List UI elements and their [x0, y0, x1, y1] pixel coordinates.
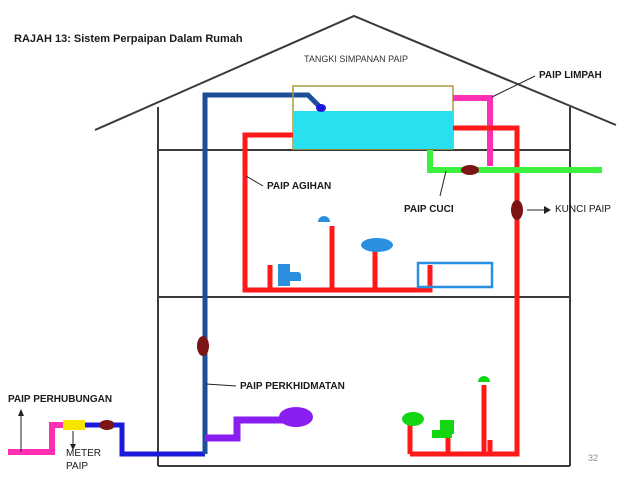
ground-floor-fixtures	[402, 376, 490, 438]
inlet-valve	[99, 420, 115, 430]
stop-valve-label: KUNCI PAIP	[555, 204, 611, 215]
tank-water	[293, 111, 453, 149]
distribution-pipe-label: PAIP AGIHAN	[267, 181, 332, 192]
service-pipe-label: PAIP PERKHIDMATAN	[240, 381, 345, 392]
water-meter	[63, 420, 85, 430]
roof	[94, 14, 617, 131]
service-valve	[197, 336, 209, 356]
arrow-heads	[18, 206, 551, 450]
diagram-title: RAJAH 13: Sistem Perpaipan Dalam Rumah	[14, 33, 243, 45]
purple-sink	[279, 407, 313, 427]
green-toilet-base	[432, 430, 452, 438]
upper-floor-fixtures	[278, 216, 494, 289]
service-pipe	[202, 92, 322, 454]
meter-label-line2: PAIP	[66, 461, 89, 472]
connection-pipe	[8, 422, 63, 455]
wash-pipe-valve	[461, 165, 479, 175]
shower-head	[318, 216, 330, 222]
connection-pipe-label: PAIP PERHUBUNGAN	[8, 394, 113, 405]
house-outline	[94, 14, 617, 467]
slide-number: 32	[588, 453, 599, 463]
purple-fixture-pipe	[205, 416, 283, 442]
overflow-pipe	[453, 95, 493, 166]
green-sink	[402, 412, 424, 426]
toilet-bowl	[284, 272, 301, 281]
wash-pipe-label: PAIP CUCI	[404, 204, 454, 215]
wash-basin	[361, 238, 393, 252]
tank-label: TANGKI SIMPANAN PAIP	[303, 54, 409, 64]
wash-pipe	[427, 150, 602, 173]
green-tap	[478, 376, 490, 382]
bathtub	[416, 261, 494, 289]
label-leaders	[20, 75, 544, 452]
distribution-pipe	[242, 125, 520, 457]
main-inlet-pipe	[114, 422, 205, 457]
meter-label-line1: METER	[66, 448, 101, 459]
float-valve	[316, 104, 326, 112]
overflow-pipe-label: PAIP LIMPAH	[539, 70, 602, 81]
stop-valve	[511, 200, 523, 220]
